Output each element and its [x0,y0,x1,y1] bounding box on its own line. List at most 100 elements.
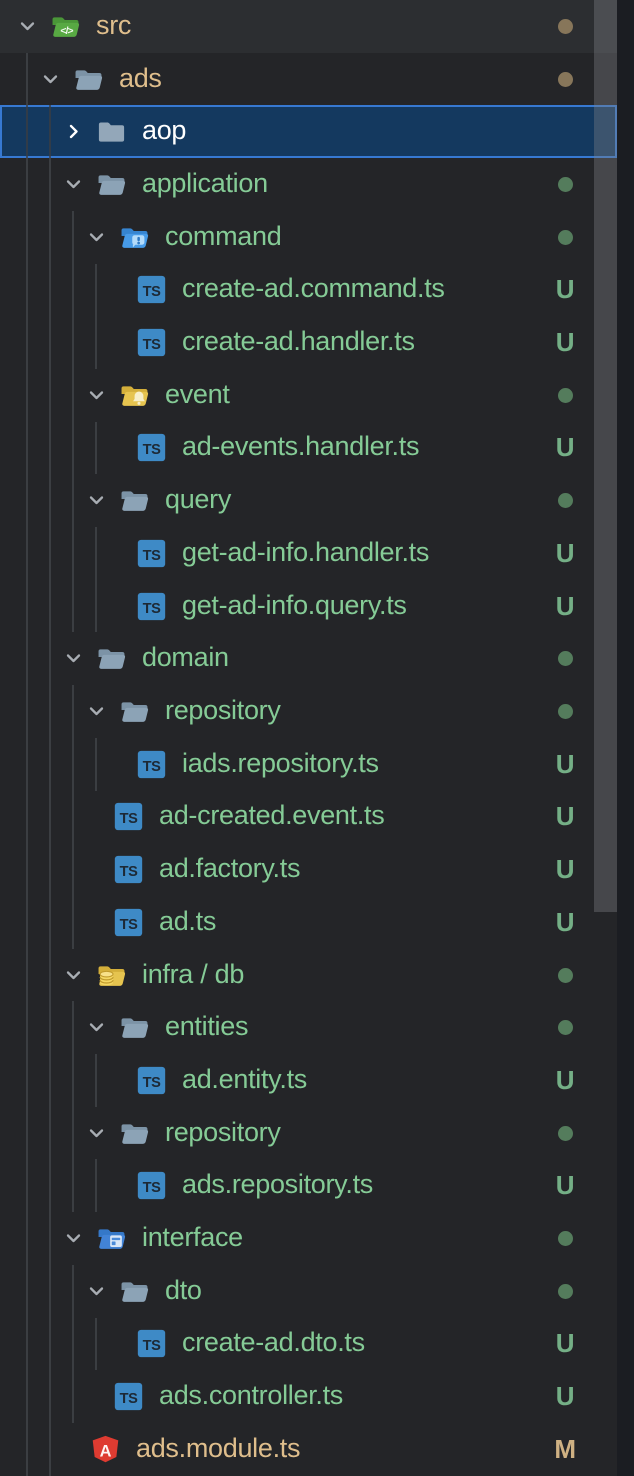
svg-text:TS: TS [143,1180,161,1196]
folder-open-icon [119,696,150,727]
folder-name: event [165,378,230,409]
indent-guide [26,263,28,317]
tree-row[interactable]: query [0,474,617,528]
indent-guide [49,1106,51,1160]
indent-guide [26,1317,28,1371]
file-name: ad.ts [159,905,217,936]
chevron-down-icon[interactable] [85,1122,107,1144]
indent-guide [26,527,28,580]
git-status-letter: U [555,1381,575,1412]
indent-guide [72,1159,74,1213]
indent-guide [26,368,28,422]
tree-row[interactable]: dto [0,1264,617,1318]
chevron-right-icon[interactable] [62,121,84,143]
tree-row[interactable]: entities [0,1001,617,1055]
indent-guide [49,316,51,369]
tree-row[interactable]: repository [0,685,617,738]
git-status-letter: U [555,327,575,358]
tree-row[interactable]: infra / db [0,948,617,1002]
chevron-down-icon[interactable] [16,15,38,37]
folder-open-icon [119,1118,150,1149]
indent-guide [72,579,74,633]
indent-guide [49,1370,51,1423]
chevron-down-icon[interactable] [85,490,107,512]
tree-row[interactable]: repository [0,1106,617,1160]
svg-text:TS: TS [120,1391,138,1407]
chevron-down-icon[interactable] [62,173,84,195]
indent-guide [95,421,97,475]
indent-guide [95,316,97,369]
indent-guide [72,210,74,264]
folder-name: application [142,167,268,198]
chevron-down-icon[interactable] [85,226,107,248]
indent-guide [26,948,28,1002]
chevron-down-icon[interactable] [85,384,107,406]
indent-guide [26,421,28,475]
git-status-letter: U [555,537,575,568]
tree-row[interactable]: </> src [0,0,617,53]
file-name: ad.factory.ts [159,853,301,884]
file-ts-icon: TS [136,591,167,622]
chevron-down-icon[interactable] [85,1280,107,1302]
tree-row[interactable]: command [0,210,617,264]
chevron-down-icon[interactable] [85,700,107,722]
tree-row[interactable]: event [0,368,617,422]
svg-text:TS: TS [120,811,138,827]
svg-text:TS: TS [143,284,161,300]
indent-guide [72,421,74,475]
folder-name: repository [165,1116,281,1147]
git-status-dot [550,685,580,738]
scrollbar-thumb[interactable] [594,0,617,912]
indent-guide [49,421,51,475]
svg-text:TS: TS [143,1338,161,1354]
chevron-down-icon[interactable] [62,1228,84,1250]
file-name: get-ad-info.query.ts [182,589,407,620]
chevron-down-icon[interactable] [62,648,84,670]
indent-guide [49,1264,51,1318]
indent-guide [72,1106,74,1160]
tree-row[interactable]: application [0,158,617,211]
tree-row[interactable]: ads [0,52,617,106]
file-ts-icon: TS [136,538,167,569]
indent-guide [72,1054,74,1107]
svg-text:TS: TS [143,600,161,616]
folder-name: ads [119,62,162,93]
folder-name: dto [165,1274,202,1305]
git-status-dot-shape [557,1125,573,1141]
chevron-down-icon[interactable] [62,964,84,986]
indent-guide [26,1159,28,1213]
indent-guide [49,368,51,422]
tree-row[interactable]: domain [0,632,617,686]
chevron-down-icon[interactable] [85,1017,107,1039]
git-status-dot-shape [557,229,573,245]
git-status-dot [550,1212,580,1265]
panel-edge [617,0,634,1476]
tree-row[interactable]: aop [0,105,617,159]
svg-text:TS: TS [143,759,161,775]
indent-guide [49,1001,51,1055]
git-status-dot-shape [557,967,573,983]
chevron-down-icon[interactable] [39,68,61,90]
indent-guide [49,579,51,633]
indent-guide [72,685,74,738]
folder-name: infra / db [142,958,245,989]
indent-guide [26,579,28,633]
tree-row[interactable]: interface [0,1212,617,1265]
file-ts-icon: TS [136,1328,167,1359]
git-status-dot [550,474,580,527]
